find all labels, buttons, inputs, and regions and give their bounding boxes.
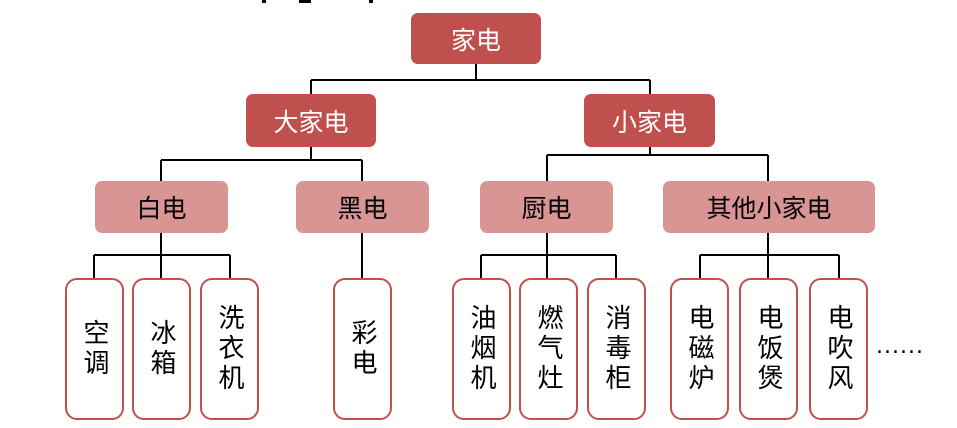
- node-label: 白电: [136, 194, 187, 223]
- node-label: 厨电: [521, 194, 572, 223]
- node-black-goods: 黑电: [296, 181, 429, 233]
- node-label: 家电: [450, 25, 501, 55]
- leaf-node: 冰箱: [132, 278, 191, 420]
- leaf-label: 冰箱: [146, 319, 176, 379]
- node-root: 家电: [411, 13, 541, 64]
- leaf-label: 消毒柜: [601, 304, 631, 394]
- leaf-label: 电磁炉: [684, 304, 714, 394]
- leaf-label: 彩电: [347, 319, 377, 379]
- leaf-node: 电吹风: [809, 278, 868, 420]
- leaf-label: 电吹风: [823, 304, 853, 394]
- leaf-label: 洗衣机: [214, 304, 244, 394]
- leaf-label: 空调: [79, 319, 109, 379]
- node-white-goods: 白电: [95, 181, 228, 233]
- leaf-node: 电磁炉: [670, 278, 729, 420]
- cropped-mark-left: [262, 0, 266, 3]
- more-ellipsis: ......: [876, 334, 924, 359]
- cropped-mark-mid: [299, 0, 311, 3]
- leaf-node: 消毒柜: [587, 278, 646, 420]
- leaf-label: 油烟机: [466, 304, 496, 394]
- node-label: 大家电: [273, 107, 349, 137]
- node-other-small-appliances: 其他小家电: [663, 181, 875, 233]
- node-label: 黑电: [337, 194, 388, 223]
- node-small-appliances: 小家电: [584, 94, 715, 147]
- leaf-node: 电饭煲: [739, 278, 798, 420]
- leaf-label: 燃气灶: [533, 304, 563, 394]
- leaf-label: 电饭煲: [753, 304, 783, 394]
- node-label: 其他小家电: [706, 194, 832, 223]
- leaf-node: 彩电: [333, 278, 392, 420]
- cropped-mark-right: [369, 0, 373, 3]
- leaf-node: 燃气灶: [519, 278, 578, 420]
- leaf-node: 油烟机: [452, 278, 511, 420]
- node-large-appliances: 大家电: [246, 94, 376, 147]
- node-label: 小家电: [611, 107, 687, 137]
- node-kitchen-appliances: 厨电: [480, 181, 613, 233]
- leaf-node: 空调: [65, 278, 124, 420]
- leaf-node: 洗衣机: [200, 278, 259, 420]
